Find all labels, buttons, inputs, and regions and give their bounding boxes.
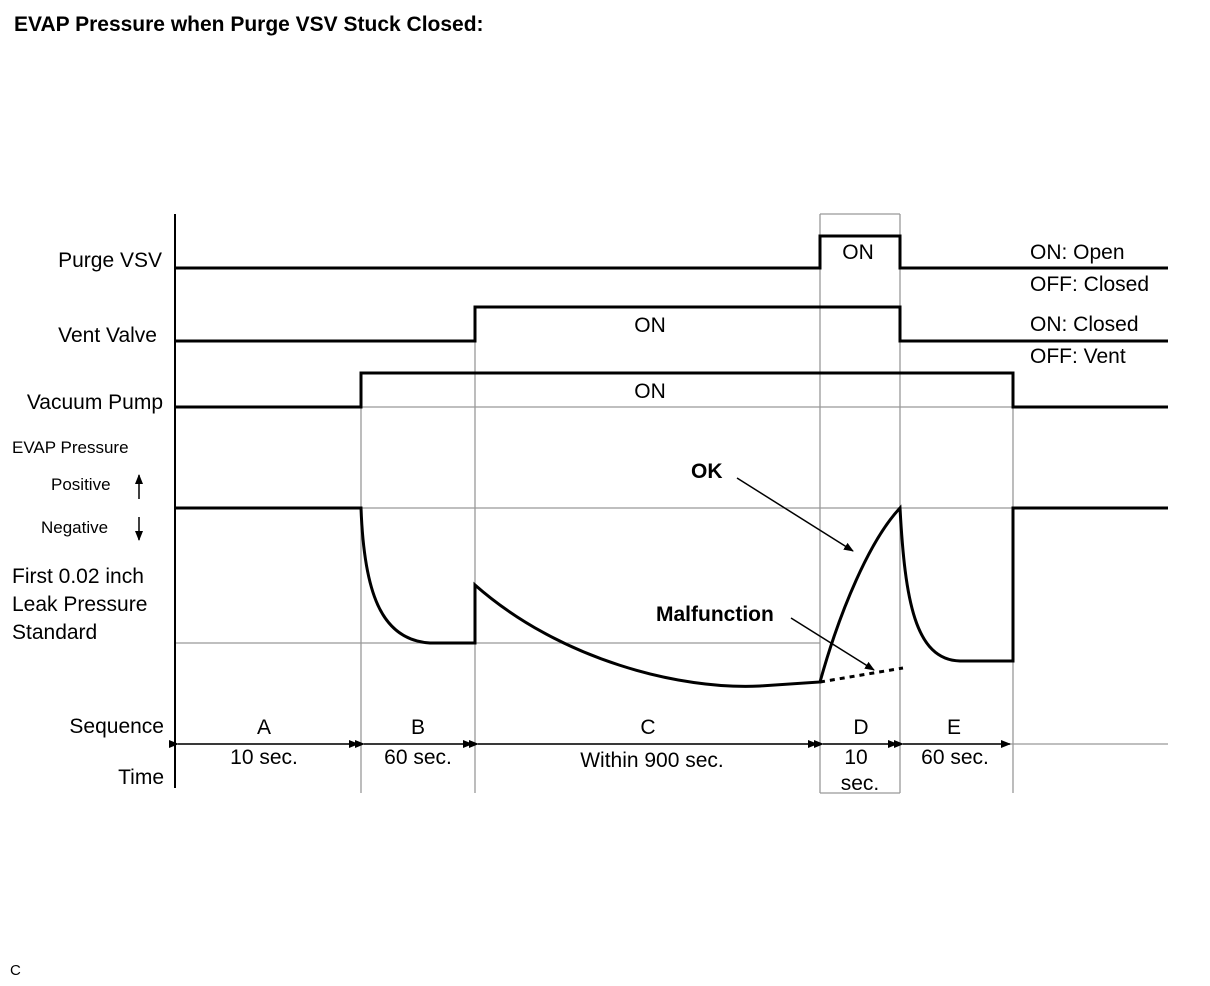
purge-vsv-trace [176, 234, 1168, 270]
step-c-time: Within 900 sec. [580, 749, 724, 772]
vacuum-pump-on: ON [634, 380, 666, 403]
vent-valve-label: Vent Valve [58, 324, 157, 347]
step-a-time: 10 sec. [230, 746, 298, 769]
vent-valve-on: ON [634, 314, 666, 337]
standard-label-line1: First 0.02 inch [12, 565, 144, 588]
vent-legend-off: OFF: Vent [1030, 345, 1126, 368]
step-d-time-line1: 10 [844, 746, 867, 769]
time-label: Time [118, 766, 164, 789]
purge-vsv-on: ON [842, 241, 874, 264]
vacuum-pump-label: Vacuum Pump [27, 391, 163, 414]
evap-pressure-label: EVAP Pressure [12, 438, 129, 457]
step-a-letter: A [257, 716, 271, 739]
footer-code: C [10, 962, 21, 979]
positive-label: Positive [51, 475, 111, 494]
malfunction-curve [819, 666, 904, 684]
step-d-letter: D [853, 716, 868, 739]
step-b-letter: B [411, 716, 425, 739]
sequence-label: Sequence [69, 715, 164, 738]
step-c-letter: C [640, 716, 655, 739]
negative-label: Negative [41, 518, 108, 537]
vent-legend-on: ON: Closed [1030, 313, 1139, 336]
malfunction-label: Malfunction [656, 603, 774, 626]
malfunction-arrow [790, 617, 875, 671]
step-b-time: 60 sec. [384, 746, 452, 769]
horizontal-guides [176, 406, 1168, 745]
step-e-letter: E [947, 716, 961, 739]
vent-valve-trace [176, 305, 1168, 343]
ok-arrow [736, 477, 854, 552]
phase-guides [360, 213, 1014, 794]
purge-legend-off: OFF: Closed [1030, 273, 1149, 296]
evap-pressure-curve [176, 504, 1168, 688]
ok-label: OK [691, 460, 723, 483]
standard-label-line2: Leak Pressure [12, 593, 147, 616]
standard-label-line3: Standard [12, 621, 97, 644]
purge-legend-on: ON: Open [1030, 241, 1125, 264]
step-d-time-line2: sec. [841, 772, 880, 795]
purge-vsv-label: Purge VSV [58, 249, 162, 272]
vacuum-pump-trace [176, 371, 1168, 409]
step-e-time: 60 sec. [921, 746, 989, 769]
page-title: EVAP Pressure when Purge VSV Stuck Close… [14, 13, 484, 36]
